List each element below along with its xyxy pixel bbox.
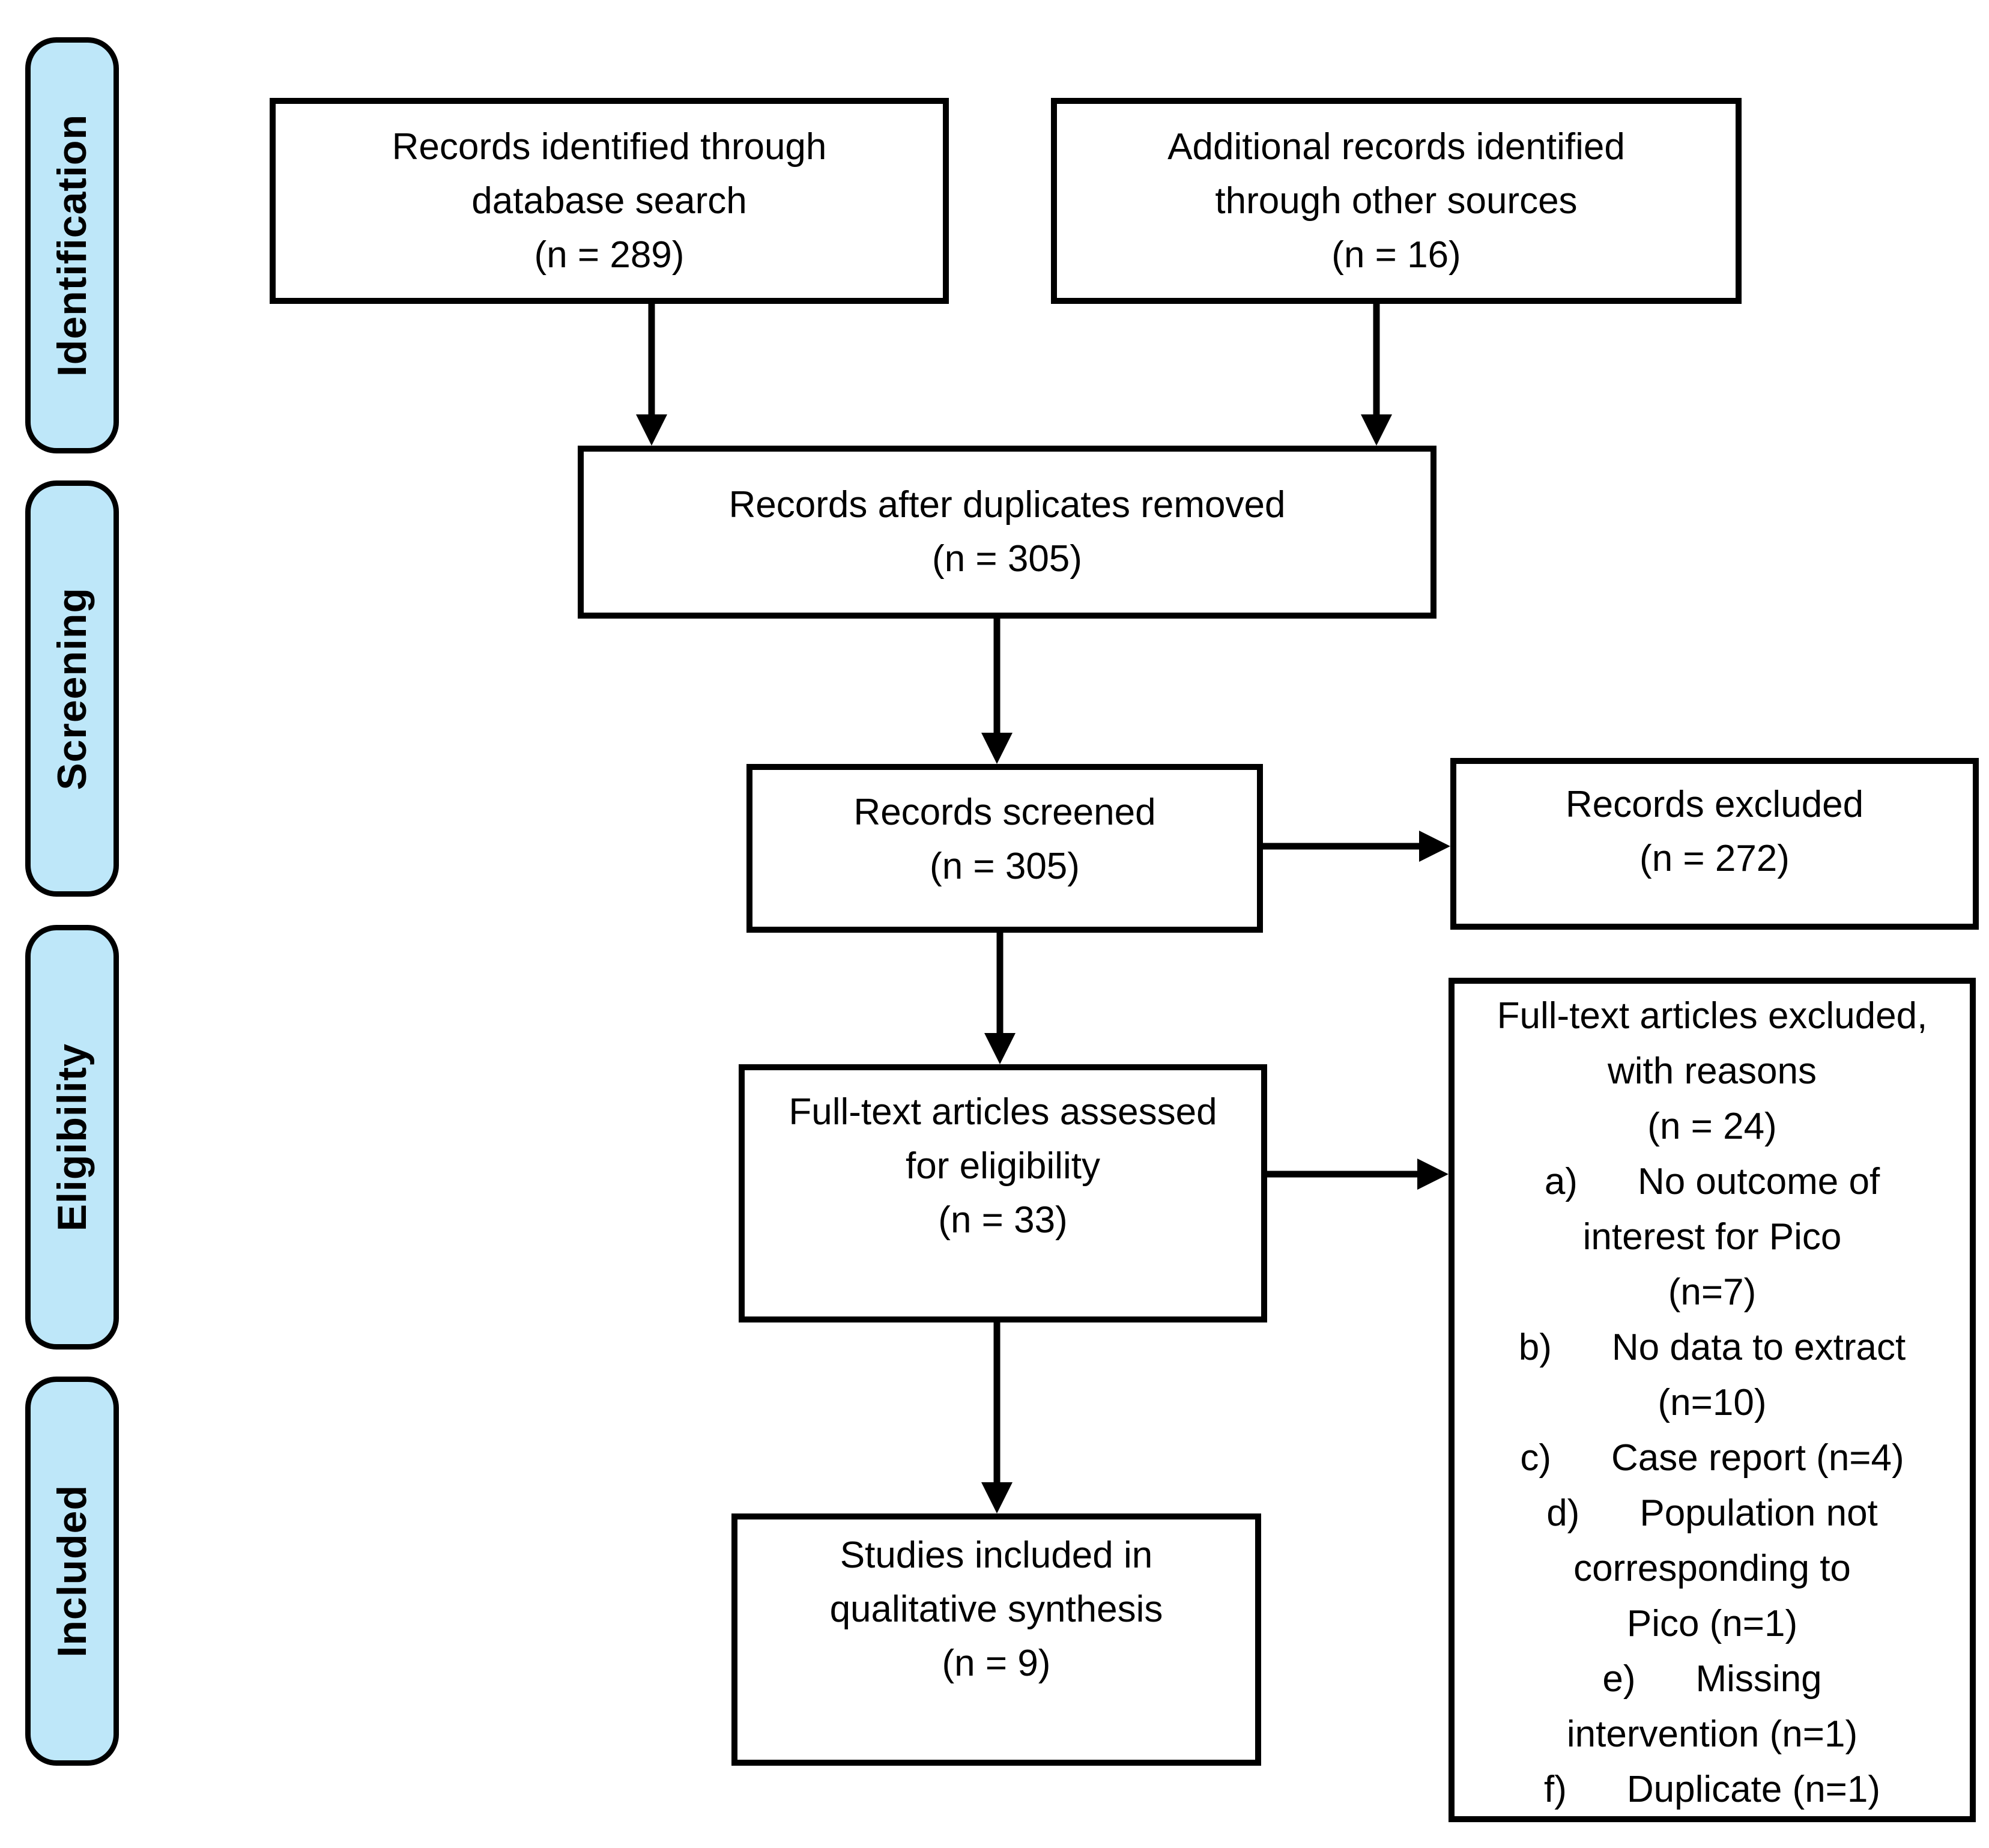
stage-eligibility: Eligibility — [25, 925, 119, 1350]
stage-identification: Identification — [25, 37, 119, 453]
box-studies-included: Studies included in qualitative synthesi… — [731, 1513, 1261, 1766]
stage-included: Included — [25, 1377, 119, 1766]
box-records-identified: Records identified through database sear… — [270, 98, 949, 304]
reason-label: b) — [1518, 1327, 1552, 1368]
reason-text: Case report (n=4) — [1611, 1437, 1904, 1479]
box-duplicates-removed: Records after duplicates removed (n = 30… — [578, 446, 1436, 619]
stage-screening: Screening — [25, 480, 119, 897]
exclusion-title: Full-text articles excluded, with reason… — [1497, 995, 1928, 1147]
box-text: Records screened (n = 305) — [853, 791, 1156, 887]
box-text: Records after duplicates removed (n = 30… — [728, 484, 1286, 580]
box-text: Records identified through database sear… — [392, 126, 827, 276]
exclusion-reason-b: b) No data to extract (n=10) — [1455, 1320, 1970, 1431]
box-fulltext-assessed: Full-text articles assessed for eligibil… — [739, 1064, 1267, 1322]
stage-label: Screening — [49, 587, 95, 790]
box-text: Studies included in qualitative synthesi… — [829, 1534, 1163, 1684]
arrow-fulltext-to-reasons — [1265, 1159, 1449, 1190]
box-text: Additional records identified through ot… — [1167, 126, 1625, 276]
box-records-screened: Records screened (n = 305) — [746, 764, 1263, 933]
box-records-excluded: Records excluded (n = 272) — [1450, 758, 1979, 930]
arrow-fulltext-to-included — [981, 1321, 1013, 1513]
exclusion-reason-c: c) Case report (n=4) — [1455, 1431, 1970, 1486]
arrow-identified-to-deduplicated — [636, 302, 667, 446]
reason-label: f) — [1543, 1769, 1567, 1810]
arrow-screened-to-fulltext — [984, 931, 1016, 1064]
reason-text: Missing intervention (n=1) — [1566, 1658, 1858, 1755]
exclusion-reason-e: e)Missing intervention (n=1) — [1455, 1652, 1970, 1762]
exclusion-reason-a: a)No outcome of interest for Pico (n=7) — [1455, 1154, 1970, 1320]
stage-label: Included — [49, 1485, 95, 1658]
box-text: Full-text articles assessed for eligibil… — [789, 1091, 1217, 1241]
reason-text: No data to extract (n=10) — [1611, 1327, 1906, 1423]
arrow-additional-to-deduplicated — [1361, 302, 1392, 446]
reason-label: c) — [1520, 1437, 1552, 1479]
reason-text: Duplicate (n=1) — [1626, 1769, 1881, 1810]
stage-label: Eligibility — [49, 1043, 95, 1232]
stage-label: Identification — [49, 114, 95, 377]
exclusion-reason-f: f) Duplicate (n=1) — [1455, 1762, 1970, 1817]
reason-label: a) — [1544, 1161, 1578, 1202]
exclusion-reason-d: d)Population not corresponding to Pico (… — [1455, 1486, 1970, 1652]
box-text: Records excluded (n = 272) — [1565, 784, 1864, 879]
reason-label: e) — [1602, 1658, 1636, 1700]
reason-text: Population not corresponding to Pico (n=… — [1573, 1492, 1878, 1644]
reason-text: No outcome of interest for Pico (n=7) — [1582, 1161, 1880, 1313]
reason-label: d) — [1546, 1492, 1580, 1534]
arrow-screened-to-excluded — [1261, 831, 1450, 862]
box-fulltext-excluded-reasons: Full-text articles excluded, with reason… — [1449, 978, 1976, 1822]
arrow-deduplicated-to-screened — [981, 617, 1013, 764]
box-additional-records: Additional records identified through ot… — [1051, 98, 1742, 304]
